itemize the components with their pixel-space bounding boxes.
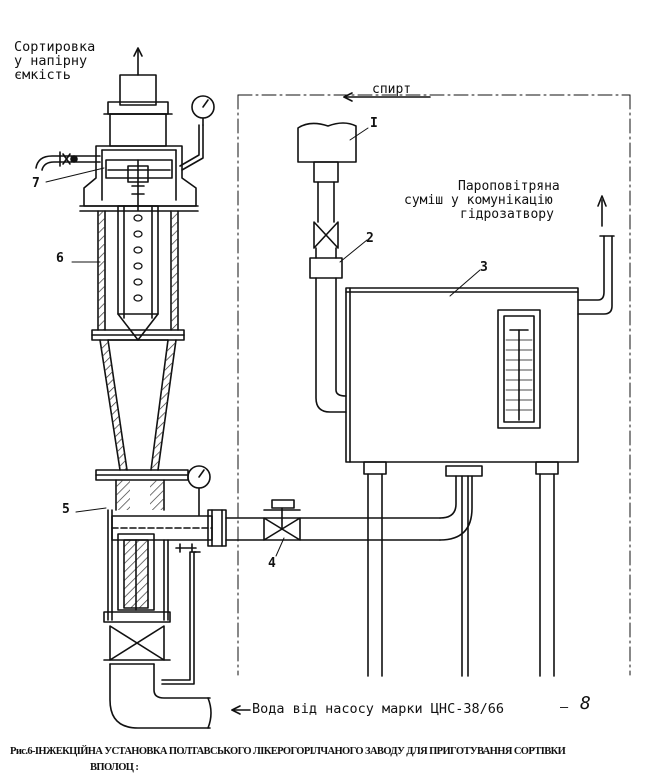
vessel-3 — [345, 287, 579, 463]
sorting-label-line3: ємкість — [14, 67, 71, 83]
sorting-label-line2: у напірну — [14, 53, 88, 69]
number-5: 5 — [62, 502, 70, 517]
top-nozzle — [103, 74, 173, 147]
mixing-chamber — [115, 479, 165, 511]
middle-flange — [91, 329, 185, 341]
connecting-pipe — [225, 465, 483, 541]
water-label: Вода від насосу марки ЦНС-38/66 — [252, 701, 504, 717]
alcohol-arrow — [343, 92, 431, 102]
leader-lines — [45, 127, 481, 557]
top-pressure-gauge — [179, 95, 215, 171]
number-3: 3 — [480, 260, 488, 275]
inner-nozzle — [117, 533, 155, 611]
lower-vertical-pipe — [103, 509, 171, 623]
sorting-label-line1: Сортировка — [14, 39, 96, 55]
frame-lines — [237, 94, 631, 676]
conical-diffuser — [99, 339, 177, 471]
alcohol-feed — [297, 122, 357, 413]
water-arrow — [231, 705, 251, 715]
water-number: 8 — [580, 693, 591, 714]
number-6: 6 — [56, 251, 64, 266]
lower-flange — [95, 469, 189, 481]
figure-caption-line1: Рис.6-ІНЖЕКЦІЙНА УСТАНОВКА ПОЛТАВСЬКОГО … — [10, 746, 566, 757]
separator-column — [97, 210, 179, 331]
side-steam-inlet — [35, 151, 101, 171]
perforated-tube — [117, 205, 159, 341]
vessel-outlet — [577, 195, 615, 315]
vessel-legs — [363, 461, 559, 677]
water-dash: — — [560, 699, 569, 715]
number-7: 7 — [32, 176, 40, 191]
figure-caption-line2: ВПОЛОЦ : — [90, 762, 139, 773]
bottom-elbow — [109, 663, 212, 729]
number-1: I — [370, 116, 378, 131]
steam-label-line2: суміш у комунікацію — [404, 193, 553, 208]
valve-4 — [263, 499, 301, 541]
number-4: 4 — [268, 556, 276, 571]
bottom-valve — [103, 625, 171, 661]
steam-label-line3: гідрозатвору — [460, 207, 554, 222]
steam-label-line1: Пароповітряна — [458, 179, 560, 194]
return-line — [161, 551, 201, 685]
lower-pressure-gauge — [187, 465, 211, 516]
alcohol-label: спирт — [372, 82, 412, 97]
number-2: 2 — [366, 231, 374, 246]
injector-head — [79, 145, 199, 212]
top-outlet-arrow — [133, 47, 143, 76]
